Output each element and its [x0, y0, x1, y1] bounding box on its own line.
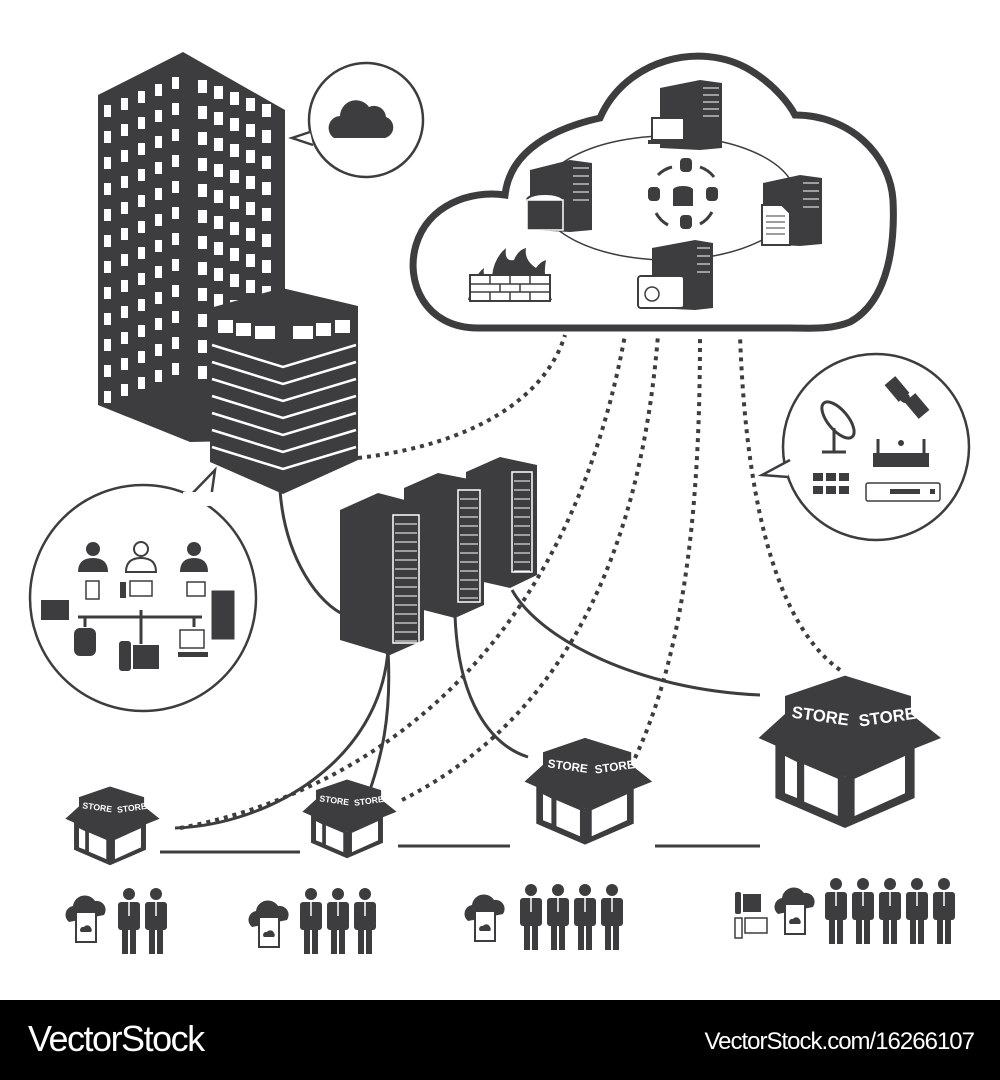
phone-icon [119, 641, 159, 671]
cloud-infrastructure [409, 52, 897, 332]
dashed-link-store2-cloud [401, 334, 660, 802]
desktop-icon [120, 580, 153, 598]
laptop-icon [186, 581, 206, 597]
staff-person-icon [327, 888, 349, 954]
cloud-tablet-icon [464, 894, 505, 942]
staff-person-icon [825, 878, 847, 944]
network-bubble [757, 352, 971, 542]
satellite-dish-icon [820, 400, 856, 454]
server-document-icon [761, 175, 822, 246]
server-database-icon [526, 160, 592, 232]
user-icon [78, 542, 108, 572]
firewall-icon [468, 248, 552, 302]
dashed-link-store3-cloud [633, 334, 702, 759]
staff-person-icon [933, 878, 955, 944]
staff-person-icon [601, 884, 623, 950]
printer-icon [41, 600, 69, 620]
cloud-tablet-icon [65, 895, 106, 943]
store-sign-right: STORE [353, 794, 384, 808]
staff-person-icon [300, 888, 322, 954]
cloud-icon [328, 100, 394, 138]
server-rack-icon [340, 493, 424, 655]
store-sign-right: STORE [116, 801, 147, 815]
brand-logo[interactable]: VectorStock [28, 1018, 205, 1059]
dashed-link-store1-cloud [179, 334, 627, 830]
tablet-icon [85, 580, 100, 600]
store-sign-left: STORE [547, 757, 589, 775]
store-sign-left: STORE [82, 800, 113, 814]
dashed-link-store4-cloud [738, 334, 842, 672]
staff-person-icon [852, 878, 874, 944]
server-web-icon [637, 240, 713, 310]
link-servers-store2 [368, 649, 391, 791]
staff-person-icon [547, 884, 569, 950]
server-laptop-icon [648, 80, 722, 150]
user-female-icon [180, 542, 208, 572]
store-icon: STORE STORE [524, 737, 653, 845]
footer-bar: VectorStock VectorStock.com/16266107 [0, 1000, 1000, 1080]
network-switch-icon [865, 482, 941, 502]
dashed-link-hq-cloud [357, 334, 567, 460]
database-icon [74, 628, 96, 656]
store-sign-right: STORE [594, 758, 636, 776]
staff-person-icon [574, 884, 596, 950]
patch-panel-icon [813, 473, 849, 494]
staff-person-icon [520, 884, 542, 950]
staff-person-icon [354, 888, 376, 954]
image-reference: VectorStock.com/16266107 [704, 1028, 975, 1055]
database-sync-icon [648, 158, 718, 229]
connectors [160, 334, 842, 854]
office-network-bubble [28, 466, 258, 713]
wifi-router-icon [873, 439, 929, 467]
link-servers-store3 [453, 614, 529, 759]
user-icon [124, 541, 158, 573]
satellite-icon [884, 376, 930, 419]
workstation-icon [178, 629, 208, 657]
desktop-icon [734, 917, 768, 939]
server-racks [340, 457, 537, 655]
link-servers-store4 [510, 589, 761, 697]
phone-icon [735, 892, 761, 914]
staff-person-icon [906, 878, 928, 944]
link-servers-store1 [174, 649, 390, 830]
staff-person-icon [118, 888, 140, 954]
office-building-icon [210, 288, 358, 494]
store-sign-left: STORE [319, 793, 350, 807]
link-hq-servers [278, 489, 346, 617]
cloud-tablet-icon [774, 887, 815, 935]
server-rack-icon [211, 590, 235, 640]
staff-person-icon [879, 878, 901, 944]
cloud-speech-bubble [288, 61, 425, 179]
staff-person-icon [145, 888, 167, 954]
cloud-tablet-icon [248, 900, 289, 948]
